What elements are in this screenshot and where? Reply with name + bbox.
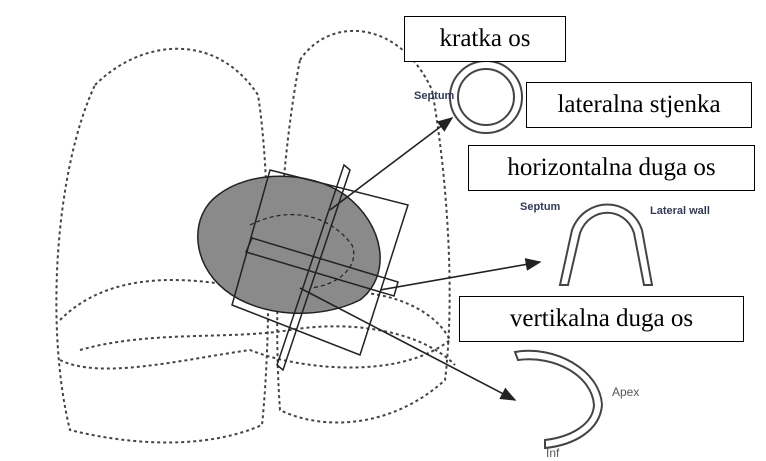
- vertical-long-axis-callout: vertikalna duga os: [459, 296, 744, 342]
- horizontal-long-axis-callout: horizontalna duga os: [468, 145, 755, 191]
- heart-shape: [197, 175, 381, 314]
- apex-label: Apex: [612, 385, 639, 399]
- vertical-axis-arrow: [299, 287, 517, 401]
- short-axis-ring-inner: [457, 68, 515, 126]
- vertical-long-axis-shape: [513, 349, 604, 450]
- short-axis-plane: [231, 169, 409, 356]
- vertical-plane: [276, 163, 351, 372]
- horizontal-plane: [244, 237, 399, 297]
- lower-contour: [79, 325, 456, 366]
- horizontal-long-axis-shape: [558, 203, 654, 286]
- lateral-wall-label: Lateral wall: [650, 205, 710, 217]
- horizontal-axis-arrow: [379, 258, 542, 291]
- inf-label: Inf: [546, 446, 560, 460]
- short-axis-callout: kratka os: [404, 16, 566, 62]
- short-axis-arrow: [329, 117, 454, 211]
- lateral-wall-callout: lateralna stjenka: [526, 82, 752, 128]
- diaphragm-outline: [59, 279, 452, 370]
- short-axis-ring-outer: [449, 60, 523, 134]
- septum-label-mid: Septum: [520, 201, 561, 213]
- septum-label-top: Septum: [414, 90, 455, 102]
